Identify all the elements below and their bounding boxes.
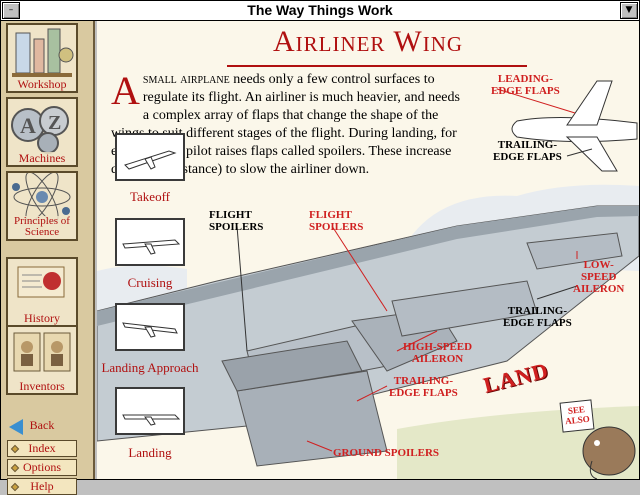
help-button[interactable]: Help [7,478,77,495]
system-menu-button[interactable]: – [2,2,20,19]
machines-az-icon: A Z [11,106,69,154]
mammoth-mascot [582,426,636,479]
options-button[interactable]: Options [7,459,77,476]
callout-ground-spoilers[interactable]: GROUND SPOILERS [333,447,440,459]
history-scroll-icon [17,266,65,298]
diamond-icon [10,444,20,454]
landing-approach-plane-icon [122,322,178,338]
takeoff-plane-icon [124,150,177,170]
landing-plane-icon [122,414,181,426]
index-button[interactable]: Index [7,440,77,457]
sidebar-item-inventors[interactable]: Inventors [6,325,78,395]
svg-text:A: A [20,113,36,138]
sidebar-item-history[interactable]: History [6,257,78,327]
page-title: Airliner Wing [272,25,464,58]
drop-cap: A [111,68,140,113]
intro-lead: small airplane [142,72,230,87]
sidebar-item-label: Machines [8,152,76,164]
stage-label-takeoff[interactable]: Takeoff [130,189,170,204]
callout-low-speed-aileron[interactable]: LOW- SPEED AILERON [573,259,625,295]
sidebar: Workshop A Z Machines Principles of Scie… [1,21,95,495]
stage-label-landing[interactable]: Landing [128,445,172,460]
see-also-sign[interactable]: SEE ALSO [559,399,595,433]
sidebar-item-label: History [8,312,76,324]
callout-high-speed-aileron[interactable]: HIGH-SPEED AILERON [403,341,473,365]
stage-thumb-landing[interactable] [115,387,185,435]
callout-trailing-edge-flaps-top[interactable]: TRAILING- EDGE FLAPS [493,139,562,163]
back-button[interactable]: Back [7,418,77,435]
sidebar-item-principles[interactable]: Principles of Science [6,171,78,241]
svg-text:Z: Z [48,112,61,134]
stage-label-cruising[interactable]: Cruising [127,275,173,290]
sidebar-item-label: Principles of Science [8,216,76,238]
help-label: Help [30,479,54,493]
callout-leading-edge-flaps[interactable]: LEADING- EDGE FLAPS [491,73,560,97]
stage-thumb-takeoff[interactable] [115,133,185,181]
minimize-button[interactable]: ▼ [620,2,638,19]
callout-trailing-edge-flaps-right[interactable]: TRAILING- EDGE FLAPS [503,305,572,329]
stage-label-landing-approach[interactable]: Landing Approach [101,360,199,375]
options-label: Options [22,460,61,474]
window-title: The Way Things Work [247,2,393,18]
workshop-icon [12,28,74,77]
callout-trailing-edge-flaps-bottom[interactable]: TRAILING- EDGE FLAPS [389,375,458,399]
sidebar-item-machines[interactable]: A Z Machines [6,97,78,167]
intro-body: needs only a few control surfaces to reg… [111,72,460,177]
sidebar-item-label: Inventors [8,380,76,392]
sidebar-item-workshop[interactable]: Workshop [6,23,78,93]
cruising-plane-icon [122,239,181,255]
back-arrow-icon [9,419,23,435]
inventors-icon [13,332,71,372]
stage-thumb-cruising[interactable] [115,218,185,266]
diamond-icon [10,463,20,473]
back-label: Back [29,418,55,432]
index-label: Index [28,441,56,455]
callout-flight-spoilers-red[interactable]: FLIGHT SPOILERS [309,209,364,233]
title-bar: – The Way Things Work ▼ [1,1,639,21]
diamond-icon [10,482,20,492]
callout-flight-spoilers-black[interactable]: FLIGHT SPOILERS [209,209,264,233]
title-rule [227,65,527,67]
plane-diagram [496,80,638,172]
stage-thumb-landing-approach[interactable] [115,303,185,351]
sidebar-item-label: Workshop [8,78,76,90]
